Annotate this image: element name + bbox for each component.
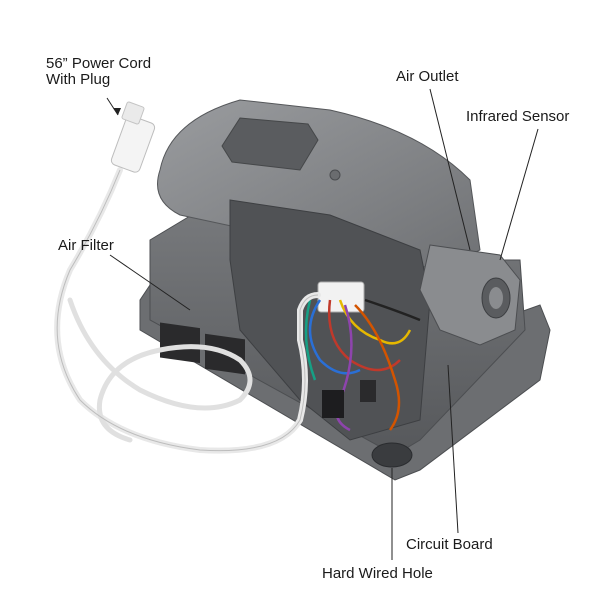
label-power-cord-line2: With Plug bbox=[46, 71, 111, 88]
screw bbox=[329, 169, 341, 181]
top-vent bbox=[221, 117, 319, 171]
hard-wired-hole bbox=[371, 442, 413, 468]
label-air-filter: Air Filter bbox=[58, 237, 114, 254]
callout-arrows bbox=[113, 108, 121, 115]
power-cord-loop bbox=[67, 297, 253, 443]
circuit-component bbox=[360, 380, 376, 402]
label-circuit-board: Circuit Board bbox=[406, 536, 493, 553]
callout-lines bbox=[106, 88, 539, 560]
power-cord-outline bbox=[56, 169, 319, 452]
label-hard-wired-hole: Hard Wired Hole bbox=[322, 565, 433, 582]
air-outlet-nozzle-inner bbox=[489, 287, 503, 309]
label-power-cord: 56” Power Cord With Plug bbox=[46, 56, 151, 88]
air-outlet-block bbox=[419, 244, 521, 346]
label-air-outlet: Air Outlet bbox=[396, 68, 459, 85]
label-infrared-sensor: Infrared Sensor bbox=[466, 108, 570, 125]
label-power-cord-line1: 56” Power Cord bbox=[46, 55, 152, 72]
air-filter-vent bbox=[160, 322, 200, 364]
circuit-component bbox=[322, 390, 344, 418]
power-plug bbox=[110, 101, 156, 173]
